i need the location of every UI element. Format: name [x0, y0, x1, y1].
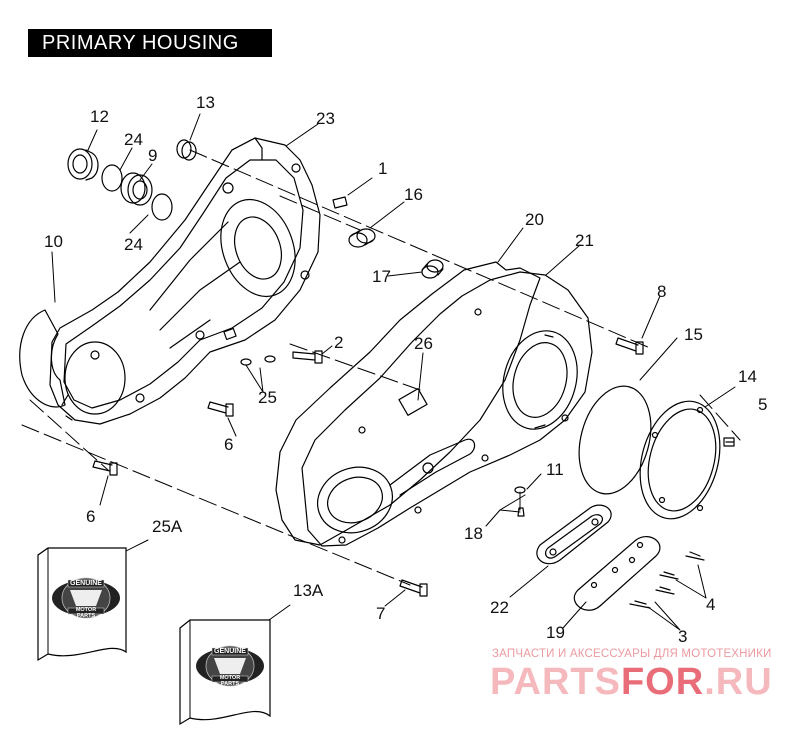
- fastener-6a: [207, 401, 234, 417]
- callout-26: 26: [414, 334, 433, 353]
- dowel-1: [332, 196, 348, 209]
- box-25A-badge-bottom: MOTOR PARTS: [75, 607, 97, 619]
- callout-10: 10: [44, 232, 63, 251]
- fastener-2: [292, 350, 323, 364]
- callout-13A: 13A: [293, 581, 324, 600]
- derby-cover-14: [639, 400, 721, 520]
- callout-5: 5: [758, 395, 768, 414]
- bushing-16: [348, 228, 376, 248]
- box-13A-badge-bottom: MOTOR PARTS: [219, 675, 241, 687]
- callout-11: 11: [546, 460, 564, 479]
- callout-7: 7: [376, 604, 386, 623]
- callout-14: 14: [738, 367, 757, 386]
- box-25A-badge-top: GENUINE: [70, 580, 102, 587]
- fastener-5: [723, 437, 735, 447]
- bushing-17: [421, 259, 444, 279]
- inspection-gasket-22: [536, 504, 612, 565]
- fastener-8: [615, 337, 644, 355]
- callout-12: 12: [90, 107, 109, 126]
- product-box-13A: [179, 619, 271, 726]
- callout-18: 18: [464, 524, 483, 543]
- fastener-7: [399, 579, 428, 597]
- gasket-10: [19, 309, 66, 408]
- inner-primary-housing: [49, 137, 321, 425]
- callout-24-top: 24: [124, 130, 143, 149]
- callout-13: 13: [196, 93, 215, 112]
- watermark-brand-2: FOR: [620, 661, 705, 703]
- box-13A-badge-top: GENUINE: [214, 648, 246, 655]
- callout-23: 23: [316, 109, 335, 128]
- callout-8: 8: [657, 282, 667, 301]
- callout-20: 20: [525, 210, 544, 229]
- callout-15: 15: [684, 325, 703, 344]
- callout-25A: 25A: [152, 517, 183, 536]
- bearing-parts: [67, 139, 197, 221]
- inspection-cover-19: [573, 535, 661, 611]
- gasket-15: [578, 385, 652, 495]
- gasket-20: [275, 261, 541, 546]
- callout-17: 17: [372, 267, 391, 286]
- callout-24-bottom: 24: [124, 235, 143, 254]
- callout-3: 3: [678, 627, 688, 646]
- watermark-logo: PARTSFOR.RU: [490, 661, 773, 704]
- callout-22: 22: [490, 598, 509, 617]
- callout-1: 1: [378, 159, 388, 178]
- callout-6-lower: 6: [86, 507, 96, 526]
- callout-4: 4: [706, 595, 716, 614]
- callout-2: 2: [334, 333, 344, 352]
- outer-primary-cover: [301, 271, 593, 547]
- watermark-brand-3: .RU: [704, 661, 773, 703]
- callout-6-upper: 6: [224, 435, 234, 454]
- washers-25: [240, 355, 276, 366]
- watermark-brand-1: PARTS: [490, 661, 621, 703]
- watermark-subtitle: ЗАПЧАСТИ И АКСЕССУАРЫ ДЛЯ МОТОТЕХНИКИ: [492, 648, 772, 660]
- diagram-title: PRIMARY HOUSING: [28, 29, 272, 57]
- product-box-25A: [37, 547, 127, 662]
- callout-21: 21: [575, 231, 594, 250]
- callout-25: 25: [258, 388, 277, 407]
- callout-9: 9: [148, 146, 158, 165]
- callout-19: 19: [546, 623, 565, 642]
- callout-16: 16: [404, 185, 423, 204]
- screws-3-4: [629, 551, 705, 609]
